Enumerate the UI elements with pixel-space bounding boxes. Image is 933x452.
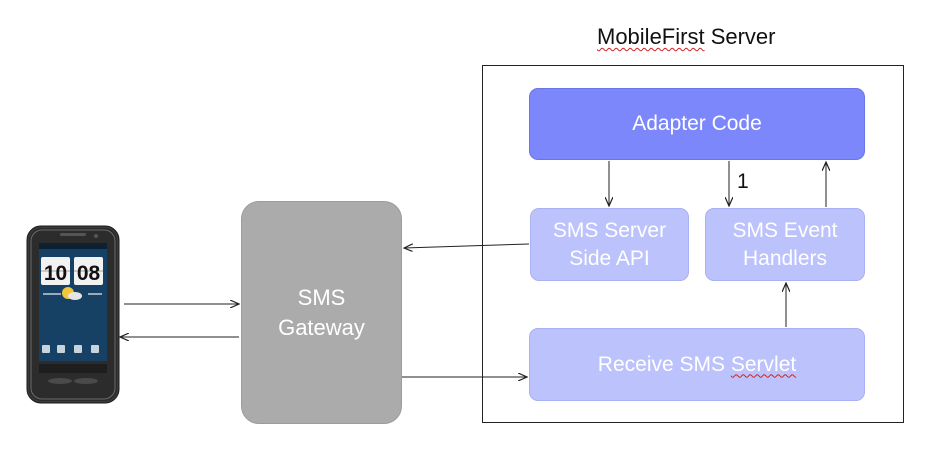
server-title: MobileFirst Server [597,24,776,50]
sms-gateway-label: SMS Gateway [278,284,365,340]
phone-clock-hour: 10 [44,262,67,285]
sms-event-handlers-box: SMS Event Handlers [705,208,865,281]
adapter-code-label: Adapter Code [632,112,762,135]
arrow-api-to-gateway [404,243,530,248]
sms-event-handlers-label: SMS Event Handlers [732,218,838,270]
server-title-suffix: Server [704,24,776,49]
receive-sms-servlet-word: Servlet [730,352,797,376]
weather-cloud-icon [68,292,82,300]
server-title-name: MobileFirst [597,24,705,49]
receive-sms-servlet-label: Receive SMS Servlet [598,351,796,379]
sms-server-side-api-box: SMS Server Side API [530,208,689,281]
phone-app-icons [42,345,99,353]
receive-sms-servlet-prefix: Receive SMS [597,352,731,376]
adapter-code-box: Adapter Code [529,88,865,160]
phone-clock-minute: 08 [77,262,101,285]
receive-sms-servlet-box: Receive SMS Servlet [529,328,865,401]
arrow-label-1: 1 [737,170,749,193]
server-frame [482,65,904,423]
phone-illustration: 10 08 [26,225,120,404]
sms-server-side-api-label: SMS Server Side API [552,218,667,270]
sms-gateway-box: SMS Gateway [241,201,402,424]
